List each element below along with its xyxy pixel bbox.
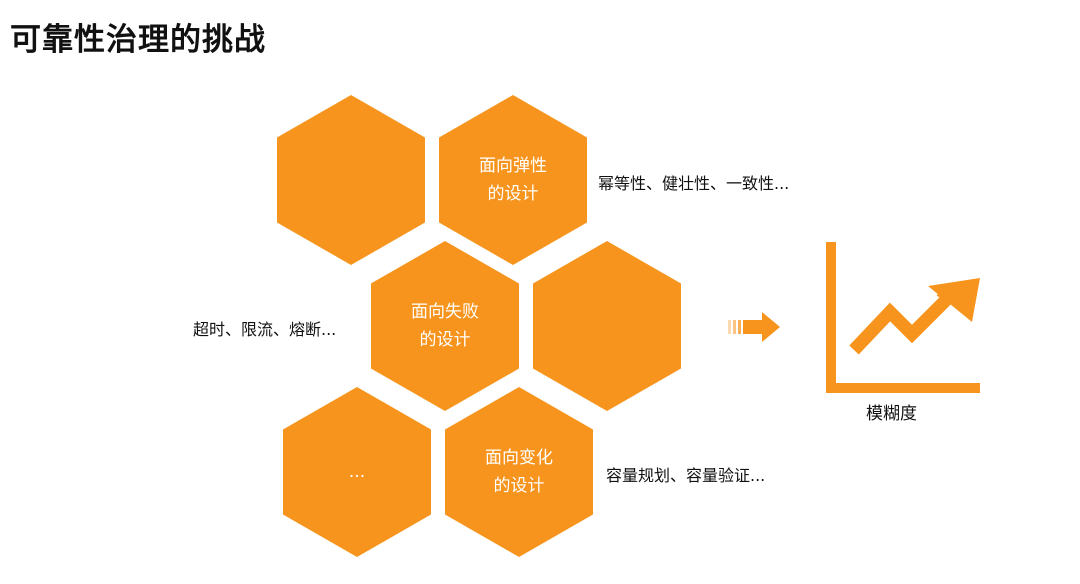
hexagon-line-1: 面向变化 — [485, 448, 553, 468]
hexagon-blank-middle-right — [533, 241, 681, 411]
right-arrow-icon — [728, 312, 780, 342]
trend-up-chart-icon — [826, 242, 980, 393]
hexagon-failure-design: 面向失败 的设计 — [371, 241, 519, 411]
elastic-design-note: 幂等性、健壮性、一致性... — [598, 174, 790, 193]
hexagon-line-2: 的设计 — [493, 476, 545, 496]
hexagon-line-1: 面向失败 — [411, 302, 479, 322]
change-design-note: 容量规划、容量验证... — [606, 466, 766, 485]
page-title: 可靠性治理的挑战 — [10, 22, 266, 58]
hexagon-blank-top-left — [277, 95, 425, 265]
hexagon-line-1: 面向弹性 — [479, 156, 547, 176]
failure-design-note: 超时、限流、熔断... — [193, 320, 337, 339]
hexagon-ellipsis: ... — [283, 387, 431, 557]
hexagon-elastic-design: 面向弹性 的设计 — [439, 95, 587, 265]
hexagon-change-design: 面向变化 的设计 — [445, 387, 593, 557]
chart-caption: 模糊度 — [866, 404, 917, 424]
hexagon-line-2: 的设计 — [419, 330, 471, 350]
hexagon-line-1: ... — [348, 462, 366, 482]
hexagon-line-2: 的设计 — [487, 184, 539, 204]
